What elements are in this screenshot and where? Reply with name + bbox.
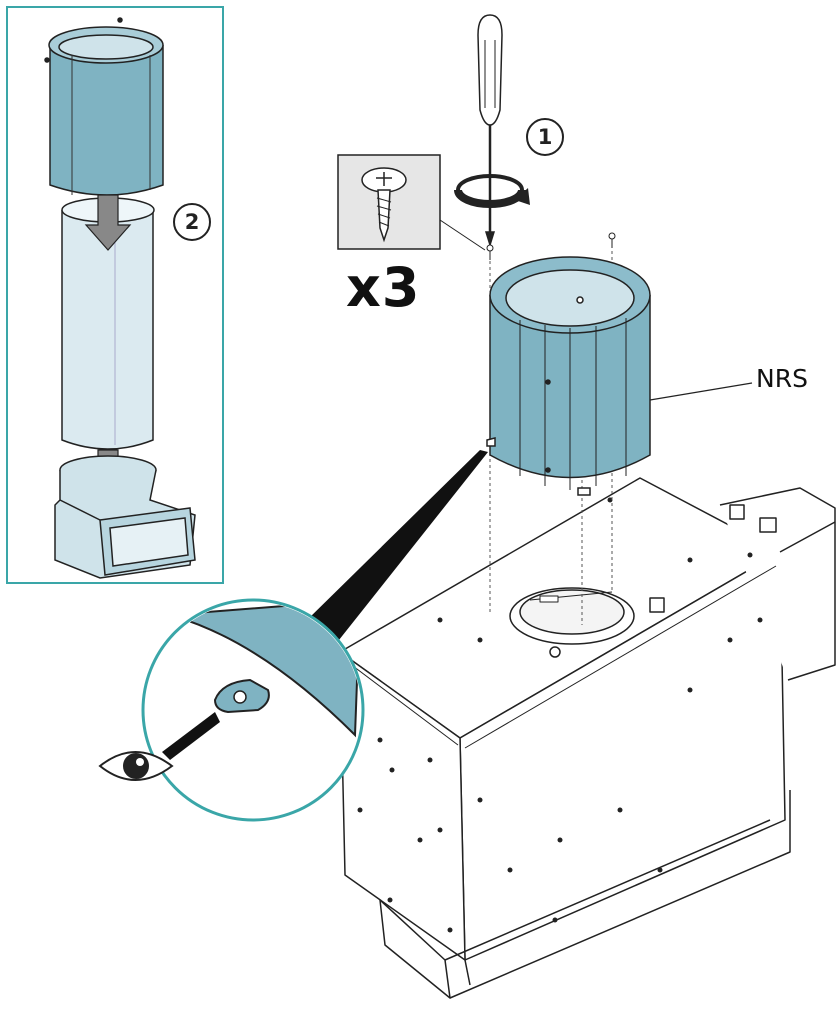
step-2-badge: 2 — [173, 203, 211, 241]
screw-icon — [361, 167, 407, 243]
eye-icon — [98, 751, 174, 781]
inset-blue-sleeve — [44, 17, 164, 196]
screwdriver-icon — [477, 14, 503, 248]
step-1-badge: 1 — [526, 118, 564, 156]
hood-body — [327, 477, 836, 999]
inset-panel-step2 — [6, 6, 224, 584]
nrs-leader-line — [649, 382, 753, 401]
hood-outlet-flange — [509, 587, 665, 658]
rotate-arrow-icon — [454, 174, 530, 208]
screw-icon — [486, 232, 616, 260]
detail-magnifier — [141, 450, 488, 822]
inset-duct-adapter — [54, 455, 196, 579]
arrow-down-icon — [84, 194, 132, 251]
nrs-sleeve — [486, 256, 651, 496]
nrs-label: NRS — [756, 364, 808, 393]
inset-pale-tube — [61, 197, 155, 450]
screw-callout-box — [337, 154, 486, 251]
screw-count-label: x3 — [346, 256, 421, 319]
